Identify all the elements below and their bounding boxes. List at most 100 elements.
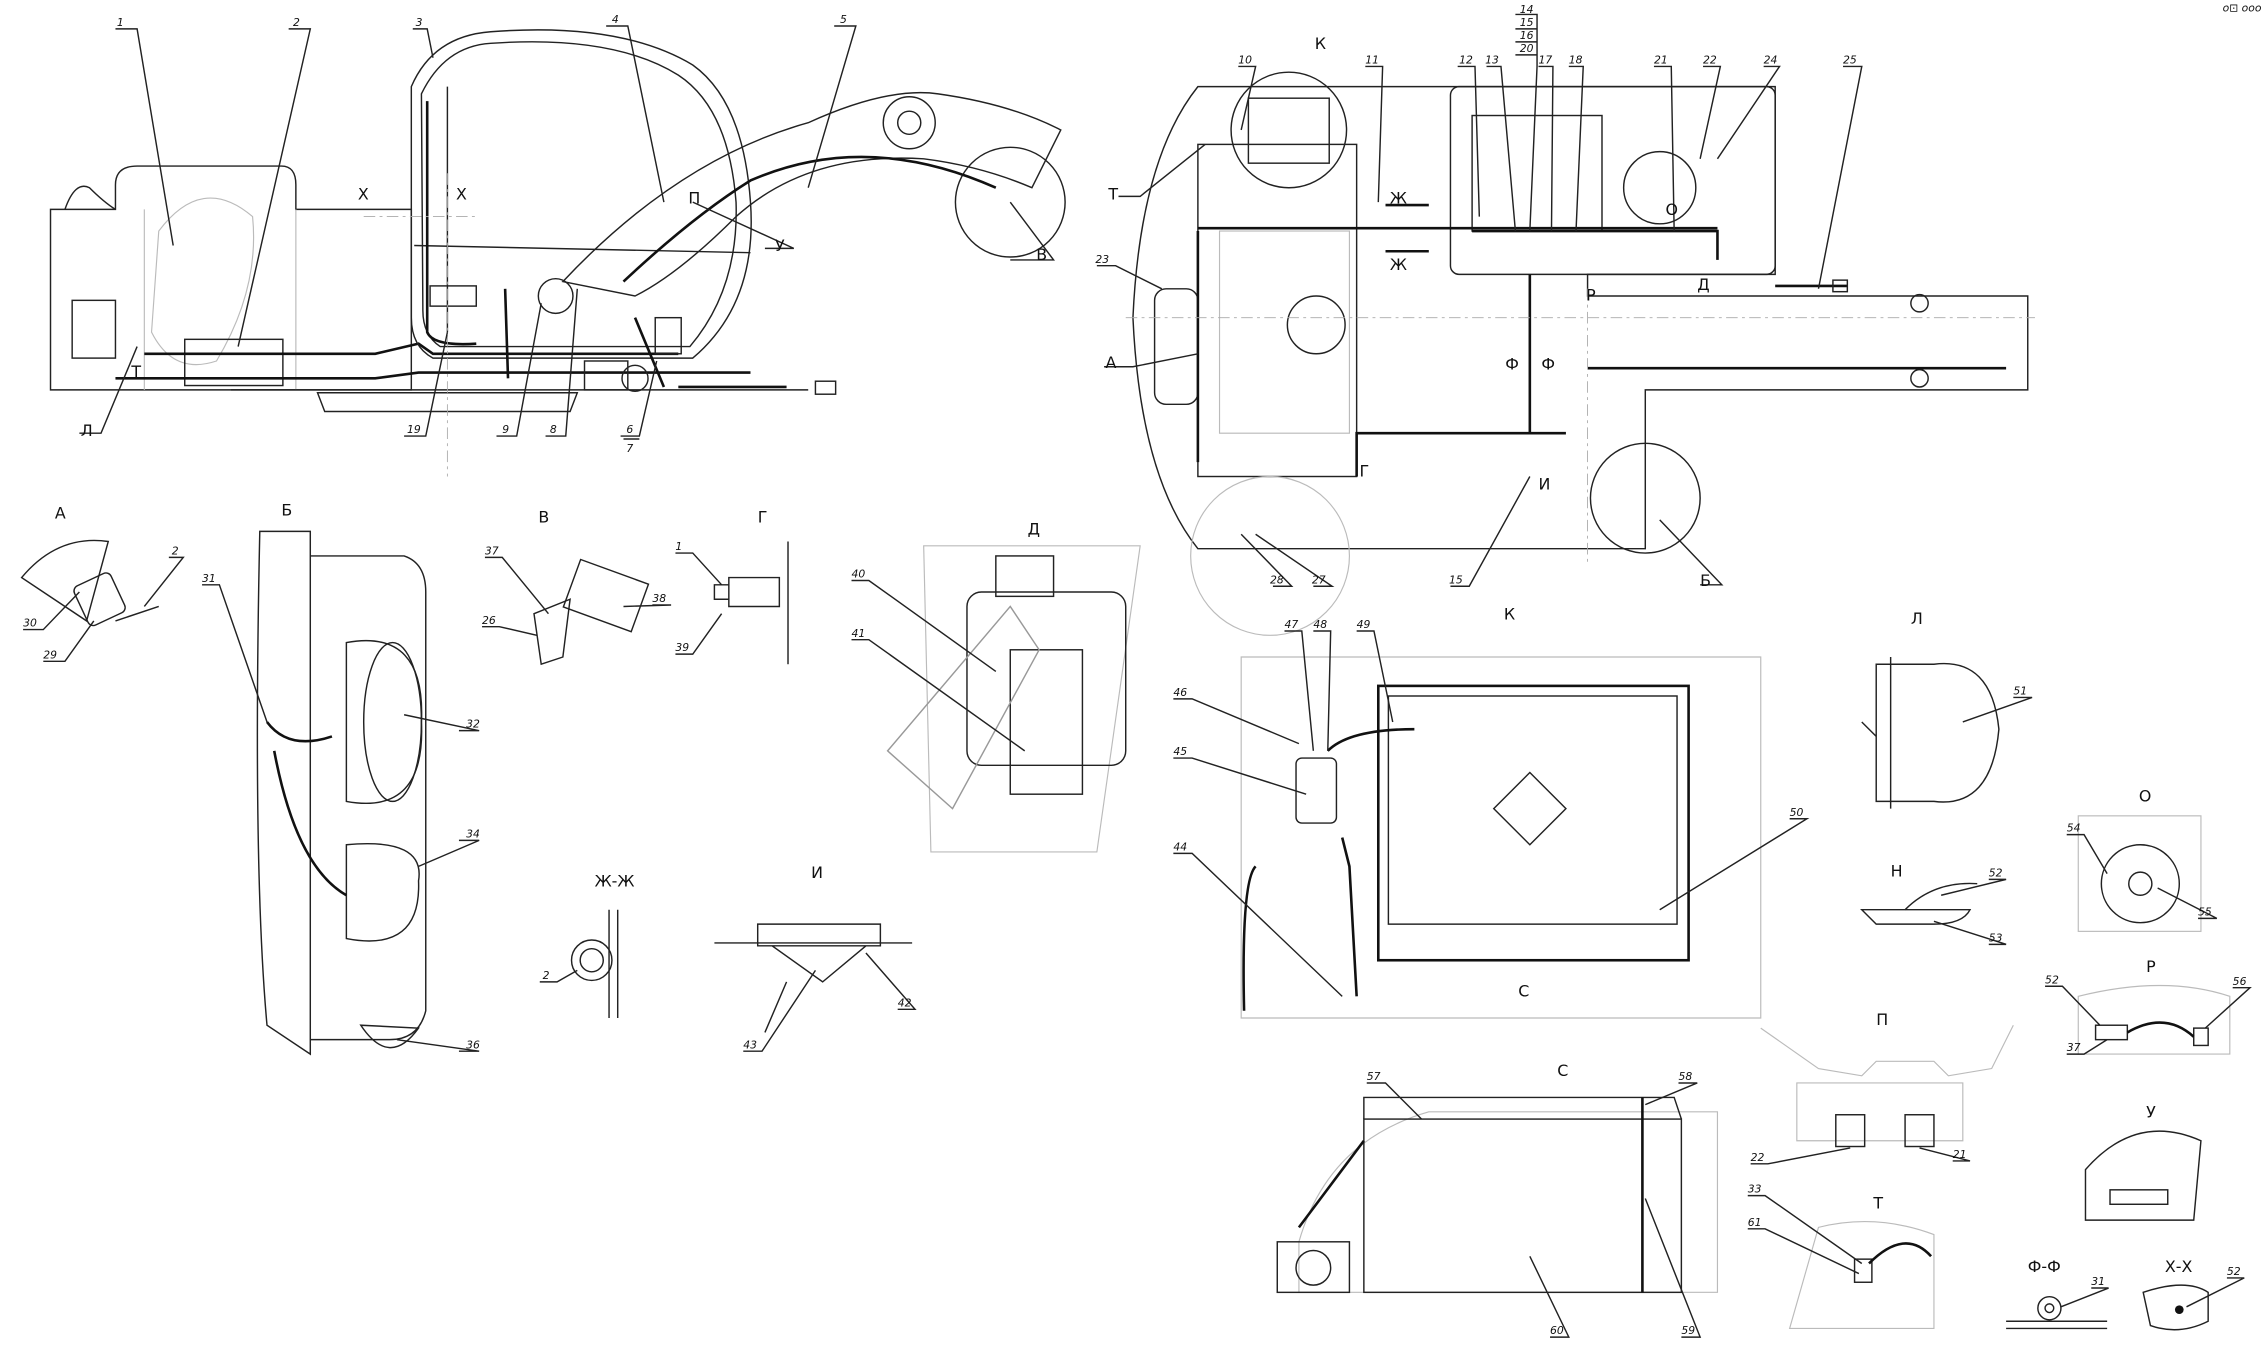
callout-2: 2 [172,544,179,557]
callout-5: 5 [840,13,847,26]
detail-a-title: А [55,503,66,522]
detail-s: С 57 58 60 59 [1276,1061,1719,1338]
view-mark-a: А [1106,353,1117,372]
view-mark-zh2: Ж [1390,255,1407,274]
detail-k: К С 47 48 49 46 45 44 50 [1173,604,1810,1019]
callout-32: 32 [466,718,480,731]
callout-21: 21 [1654,54,1668,67]
top-view: 10 11 12 13 14 15 16 20 17 18 21 22 24 2… [1095,3,2035,636]
callout-10: 10 [1238,54,1252,67]
callout-34: 34 [466,828,480,841]
detail-g-title: Г [758,508,768,527]
callout-19: 19 [407,423,421,436]
callout-28: 28 [1270,573,1284,586]
callout-18: 18 [1569,54,1583,67]
view-mark-g: Г [1360,462,1370,481]
callout-46: 46 [1173,686,1187,699]
detail-i-title: И [811,863,823,882]
detail-o: О 54 55 [2067,786,2218,932]
callout-55: 55 [2198,905,2212,918]
detail-f-f-title: Ф-Ф [2028,1257,2061,1276]
detail-n: Н 52 53 [1860,861,2007,946]
callout-37: 37 [485,544,499,557]
view-mark-t: Т [130,362,141,381]
detail-a: А 30 29 2 [20,503,185,663]
callout-1: 1 [117,16,124,29]
section-mark-s: С [1518,981,1529,1000]
callout-51: 51 [2013,685,2027,698]
callout-49: 49 [1357,618,1371,631]
detail-g: Г 1 39 [675,508,789,665]
callout-29: 29 [43,648,57,661]
callout-6: 6 [626,423,633,436]
detail-d: Д 40 41 [852,519,1141,853]
view-mark-l: Л [81,421,93,440]
detail-l: Л 51 [1861,609,2033,809]
callout-59: 59 [1681,1324,1695,1337]
detail-u-title: У [2146,1103,2156,1122]
callout-13: 13 [1485,54,1499,67]
callout-47: 47 [1284,618,1298,631]
callout-20: 20 [1520,42,1534,55]
detail-x-x-title: Х-Х [2165,1257,2193,1276]
view-mark-zh1: Ж [1390,189,1407,208]
detail-b-title: Б [281,500,292,519]
detail-v: В 37 26 38 [482,508,672,666]
callout-7: 7 [626,442,633,455]
view-mark-u: У [775,236,785,255]
detail-k-title: К [1504,604,1515,623]
callout-26: 26 [482,614,496,627]
view-mark-v: В [1036,245,1047,264]
corner-mark: o⊡ ooo [2223,2,2262,15]
callout-39: 39 [675,641,689,654]
detail-n-title: Н [1891,861,1903,880]
detail-i: И 43 42 [714,863,917,1052]
detail-t-title: Т [1872,1194,1883,1213]
callout-50: 50 [1790,806,1804,819]
callout-36: 36 [466,1038,480,1051]
callout-30: 30 [23,617,37,630]
callout-57: 57 [1367,1070,1381,1083]
view-mark-k: К [1315,34,1326,53]
callout-17: 17 [1538,54,1552,67]
callout-33: 33 [1748,1183,1762,1196]
detail-x-x: Х-Х 52 [2142,1257,2245,1331]
callout-60: 60 [1550,1324,1564,1337]
callout-4: 4 [612,13,619,26]
callout-61: 61 [1748,1216,1762,1229]
view-mark-i: И [1538,475,1550,494]
detail-l-title: Л [1911,609,1923,628]
callout-40: 40 [852,568,866,581]
callout-52: 52 [2045,973,2059,986]
callout-48: 48 [1313,618,1327,631]
detail-o-title: О [2139,786,2151,805]
detail-s-title: С [1557,1061,1568,1080]
callout-1: 1 [675,540,682,553]
callout-41: 41 [852,627,866,640]
callout-14: 14 [1520,3,1534,16]
callout-54: 54 [2067,822,2081,835]
callout-2: 2 [543,969,550,982]
callout-22: 22 [1751,1151,1765,1164]
callout-53: 53 [1989,931,2003,944]
callout-45: 45 [1173,745,1187,758]
callout-22: 22 [1703,54,1717,67]
view-mark-b: Б [1700,571,1711,590]
callout-31: 31 [202,572,216,585]
detail-zh-zh-title: Ж-Ж [595,872,635,891]
callout-43: 43 [743,1038,757,1051]
detail-b: Б 31 32 34 36 [202,500,480,1056]
callout-52: 52 [2227,1265,2241,1278]
view-mark-d: Д [1697,275,1709,294]
callout-15b: 15 [1449,573,1463,586]
callout-52: 52 [1989,866,2003,879]
callout-21: 21 [1953,1148,1967,1161]
detail-t: Т 33 61 [1747,1183,1935,1330]
callout-44: 44 [1173,840,1187,853]
side-view: 1 2 3 4 5 19 9 8 6 7 Х Х П У В Л Т [49,13,1066,477]
view-mark-f1: Ф [1505,355,1519,374]
detail-r: Р 52 56 37 [2045,957,2252,1055]
view-mark-o: О [1665,200,1677,219]
view-mark-r: Р [1586,285,1596,304]
callout-38: 38 [652,592,666,605]
